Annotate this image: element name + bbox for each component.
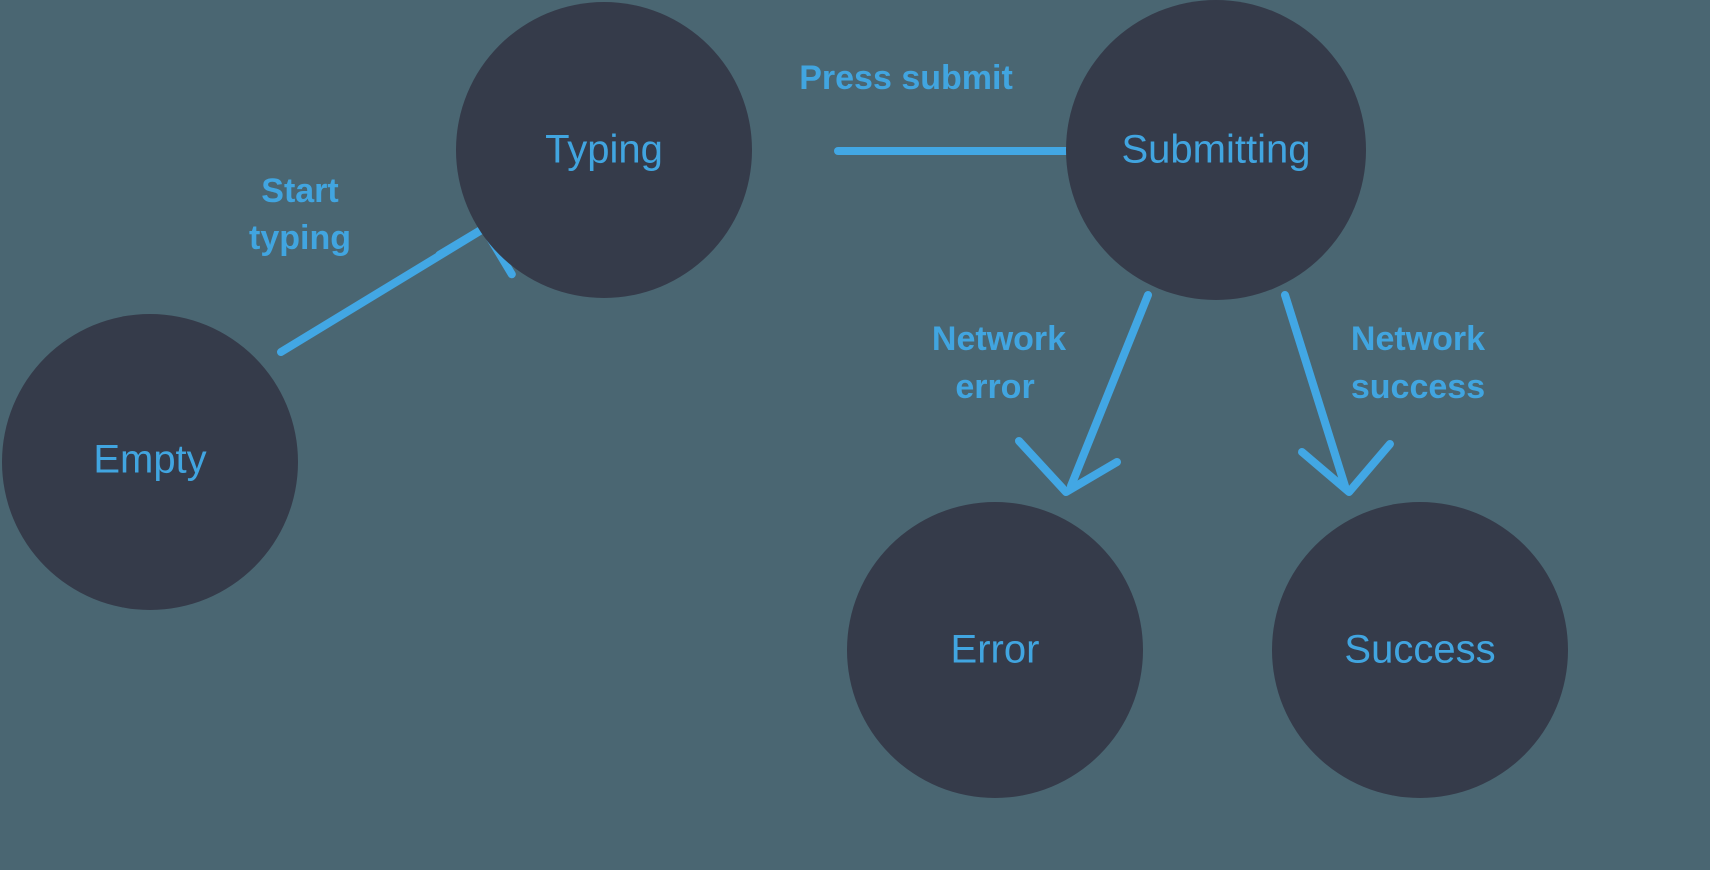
- edge-label-network-error-line1: Network: [932, 320, 1066, 358]
- edge-label-network-success-line2: success: [1351, 368, 1485, 406]
- node-error-label: Error: [951, 628, 1040, 672]
- node-success-label: Success: [1344, 628, 1495, 672]
- edge-label-network-error: Network error: [932, 320, 1066, 406]
- edge-submitting-to-success-line: [1281, 291, 1349, 490]
- node-error-circle[interactable]: [847, 502, 1143, 798]
- node-submitting[interactable]: Submitting: [1066, 0, 1366, 300]
- edge-label-start-typing-line1: Start: [261, 172, 338, 210]
- node-error[interactable]: Error: [847, 502, 1143, 798]
- edge-label-network-success: Network success: [1351, 320, 1485, 406]
- node-typing[interactable]: Typing: [456, 2, 752, 298]
- node-typing-label: Typing: [545, 128, 663, 172]
- node-success[interactable]: Success: [1272, 502, 1568, 798]
- edge-label-start-typing: Start typing: [249, 172, 351, 257]
- edge-label-start-typing-line2: typing: [249, 219, 351, 257]
- node-empty-label: Empty: [93, 438, 206, 482]
- node-empty[interactable]: Empty: [2, 314, 298, 610]
- node-submitting-label: Submitting: [1122, 128, 1311, 172]
- edge-submitting-to-error: [1015, 291, 1152, 496]
- edge-submitting-to-success-arrowhead: [1298, 440, 1394, 496]
- node-success-circle[interactable]: [1272, 502, 1568, 798]
- node-empty-circle[interactable]: [2, 314, 298, 610]
- edge-label-network-error-line2: error: [955, 368, 1034, 406]
- edge-label-network-success-line1: Network: [1351, 320, 1485, 358]
- edge-submitting-to-error-arrowhead: [1015, 437, 1121, 496]
- node-typing-circle[interactable]: [456, 2, 752, 298]
- node-submitting-circle[interactable]: [1066, 0, 1366, 300]
- edge-label-press-submit: Press submit: [799, 59, 1013, 97]
- edge-label-press-submit-line1: Press submit: [799, 59, 1013, 97]
- edge-submitting-to-error-line: [1067, 291, 1152, 490]
- edge-submitting-to-success: [1281, 291, 1394, 496]
